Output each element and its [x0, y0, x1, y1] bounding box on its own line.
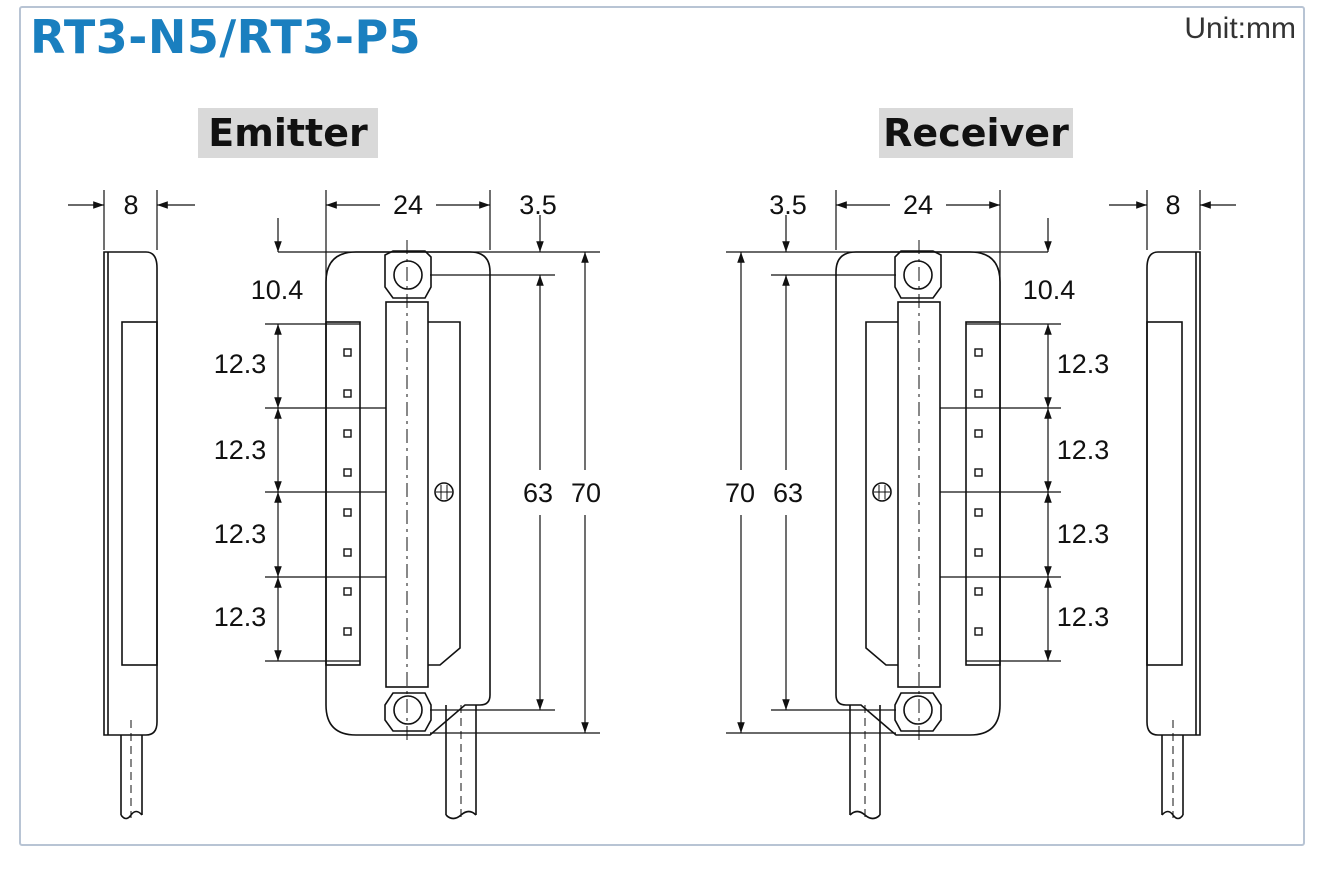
receiver-pitch-text: 12.3	[1057, 435, 1110, 465]
emitter-pitch-text: 12.3	[214, 602, 267, 632]
receiver-leds	[974, 348, 983, 636]
page-title: RT3-N5/RT3-P5	[30, 10, 422, 64]
receiver-top-offset-text: 10.4	[1023, 275, 1076, 305]
receiver-pitch-text: 12.3	[1057, 349, 1110, 379]
emitter-leds	[343, 348, 352, 636]
emitter-width-text: 24	[393, 190, 423, 220]
emitter-total-height-text: 70	[571, 478, 601, 508]
emitter-front-dims	[265, 190, 600, 734]
emitter-offset-text: 3.5	[519, 190, 557, 220]
emitter-label: Emitter	[198, 108, 378, 158]
emitter-inner-height-text: 63	[523, 478, 553, 508]
receiver-front-view	[835, 240, 1001, 820]
emitter-side-view	[103, 251, 158, 820]
emitter-top-offset-text: 10.4	[251, 275, 304, 305]
receiver-pitch-text: 12.3	[1057, 519, 1110, 549]
receiver-front-dims	[726, 190, 1061, 734]
emitter-side-width-text: 8	[123, 190, 138, 220]
emitter-pitch-text: 12.3	[214, 349, 267, 379]
receiver-side-width-text: 8	[1165, 190, 1180, 220]
drawing-frame	[19, 6, 1305, 846]
receiver-label: Receiver	[879, 108, 1073, 158]
emitter-pitch-text: 12.3	[214, 519, 267, 549]
emitter-pitch-text: 12.3	[214, 435, 267, 465]
receiver-total-height-text: 70	[725, 478, 755, 508]
emitter-side-dim	[68, 190, 195, 250]
receiver-offset-text: 3.5	[769, 190, 807, 220]
receiver-inner-height-text: 63	[773, 478, 803, 508]
unit-label: Unit:mm	[1184, 12, 1296, 45]
receiver-side-view	[1146, 251, 1201, 820]
receiver-pitch-text: 12.3	[1057, 602, 1110, 632]
receiver-width-text: 24	[903, 190, 933, 220]
emitter-front-view	[325, 240, 491, 820]
receiver-side-dim	[1109, 190, 1236, 250]
